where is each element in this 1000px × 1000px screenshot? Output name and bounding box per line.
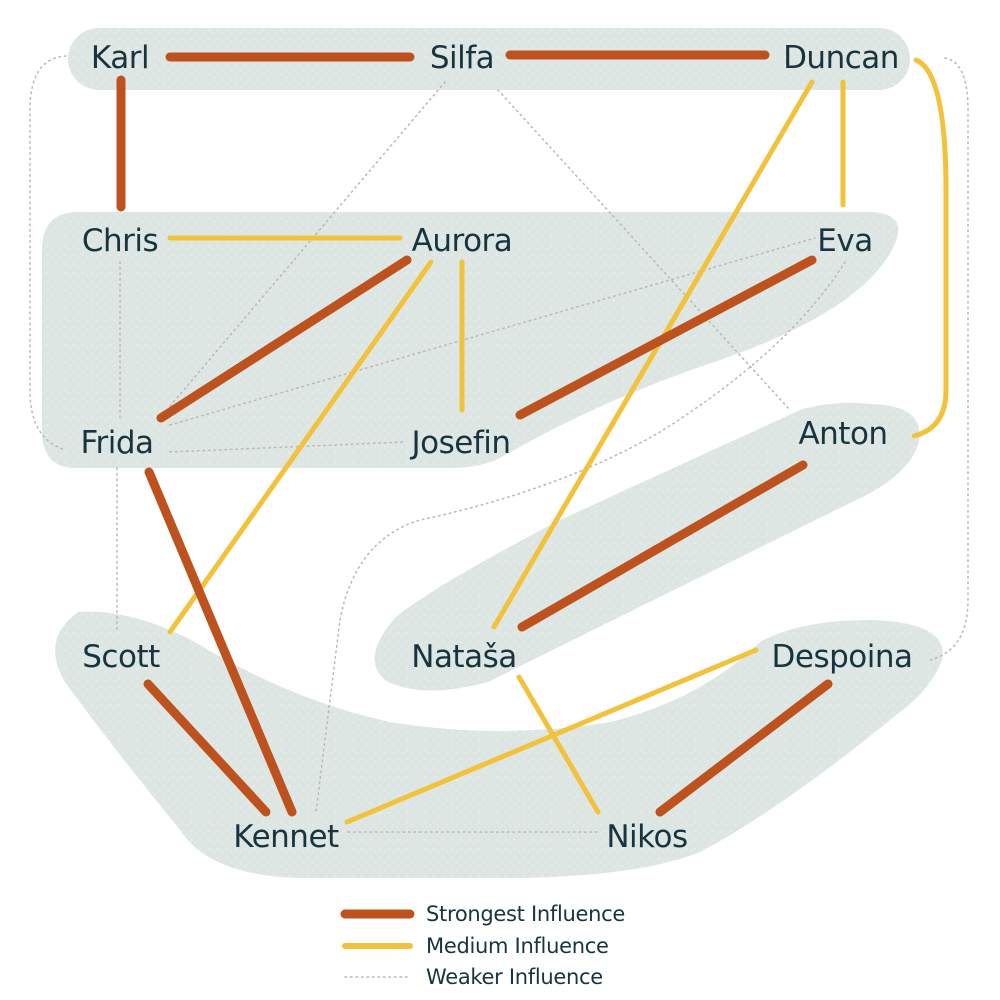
strong-edge-anton-natasa: [517, 460, 808, 632]
node-natasa: Nataša: [411, 639, 517, 675]
medium-edge-aurora-scott: [167, 259, 434, 635]
weak-edge-karl-frida: [29, 55, 67, 451]
strong-edge-scott-kennet: [143, 679, 271, 817]
legend: Strongest Influence Medium Influence Wea…: [340, 902, 625, 989]
strong-edge-frida-kennet: [144, 467, 297, 817]
strong-edges: [116, 50, 833, 817]
weak-edge-eva-kennet: [315, 261, 846, 813]
node-despoina: Despoina: [772, 639, 913, 675]
node-anton: Anton: [798, 416, 887, 452]
medium-edge-duncan-anton: [911, 57, 949, 439]
group-top-row: [68, 28, 910, 90]
node-karl: Karl: [91, 40, 149, 76]
node-frida: Frida: [80, 425, 153, 461]
legend-medium-label: Medium Influence: [426, 934, 609, 958]
group-bottom-swoosh: [55, 611, 943, 878]
strong-edge-despoina-nikos: [655, 679, 833, 817]
node-josefin: Josefin: [409, 425, 510, 461]
legend-strong-label: Strongest Influence: [426, 902, 625, 926]
node-nikos: Nikos: [606, 819, 687, 855]
node-chris: Chris: [82, 223, 158, 259]
node-kennet: Kennet: [233, 819, 339, 855]
medium-edge-duncan-natasa: [491, 79, 815, 630]
node-aurora: Aurora: [412, 223, 513, 259]
strong-edge-aurora-frida: [156, 255, 412, 423]
node-scott: Scott: [82, 639, 160, 675]
legend-weak-label: Weaker Influence: [426, 965, 603, 989]
strong-edge-eva-josefin: [515, 255, 817, 420]
node-eva: Eva: [817, 223, 872, 259]
node-duncan: Duncan: [783, 40, 899, 76]
weak-edge-frida-eva: [169, 237, 816, 426]
medium-edges: [167, 57, 949, 825]
weak-edge-silfa-frida: [159, 81, 446, 419]
medium-edge-kennet-despoina: [344, 647, 759, 825]
weak-edge-duncan-despoina: [929, 57, 969, 661]
node-silfa: Silfa: [430, 40, 494, 76]
weak-edge-frida-josefin: [169, 441, 406, 453]
medium-edge-natasa-nikos: [516, 674, 601, 815]
weak-edge-silfa-anton: [497, 89, 791, 411]
weak-edges: [29, 55, 969, 833]
